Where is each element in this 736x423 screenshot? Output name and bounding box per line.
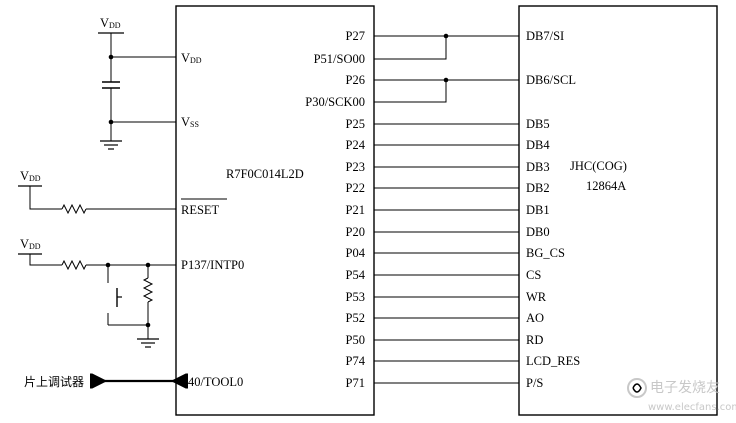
mcu-pin-label: P23 [346, 160, 365, 174]
lcd-pin-label: RD [526, 333, 543, 347]
mcu-pin-label: P71 [346, 376, 365, 390]
mcu-pin-label: P50 [346, 333, 365, 347]
lcd-pin-label: DB1 [526, 203, 550, 217]
lcd-pin-label: AO [526, 311, 544, 325]
mcu-pin-label: P30/SCK00 [305, 95, 365, 109]
bus-wires [374, 33, 519, 384]
lcd-pin-label: DB5 [526, 117, 550, 131]
vdd-decoupling: VDD [98, 16, 176, 150]
supply-label-3: VDD [20, 237, 41, 251]
junction-dot [443, 33, 449, 39]
mcu-pin-label: P27 [346, 29, 365, 43]
pin-reset: RESET [181, 203, 220, 217]
lcd-pin-label: P/S [526, 376, 543, 390]
lcd-pin-label: DB6/SCL [526, 73, 576, 87]
bus-wire [374, 36, 447, 60]
mcu-pin-label: P26 [346, 73, 365, 87]
mcu-pin-label: P04 [346, 246, 366, 260]
watermark: 电子发烧友 www.elecfans.com [627, 378, 736, 413]
lcd-name: JHC(COG) [570, 159, 627, 173]
mcu-pin-label: P25 [346, 117, 365, 131]
intp-input-circuit: VDD [18, 237, 176, 348]
junction-dot [145, 322, 151, 328]
lcd-pin-label: DB0 [526, 225, 550, 239]
resistor [142, 277, 154, 303]
mcu-right-pin-labels: P27P51/SO00P26P30/SCK00P25P24P23P22P21P2… [305, 29, 365, 390]
lcd-pin-label: DB3 [526, 160, 550, 174]
mcu-pin-label: P53 [346, 290, 365, 304]
supply-label-2: VDD [20, 169, 41, 183]
mcu-pin-label: P21 [346, 203, 365, 217]
resistor [61, 259, 87, 271]
mcu-pin-label: P20 [346, 225, 365, 239]
bus-wire [374, 80, 447, 103]
watermark-url: www.elecfans.com [648, 402, 736, 413]
mcu-pin-label: P51/SO00 [314, 52, 365, 66]
mcu-pin-label: P54 [346, 268, 366, 282]
lcd-pin-label: LCD_RES [526, 354, 580, 368]
pin-vss: VSS [181, 115, 199, 129]
pin-intp: P137/INTP0 [181, 258, 244, 272]
resistor [61, 203, 87, 215]
reset-pullup: VDD [18, 169, 176, 215]
mcu-pin-label: P22 [346, 181, 365, 195]
pin-vdd: VDD [181, 51, 202, 65]
switch-contact [105, 307, 111, 313]
supply-label-1: VDD [100, 16, 121, 30]
watermark-cn: 电子发烧友 [650, 380, 720, 396]
lcd-pin-label: DB2 [526, 181, 550, 195]
lcd-pin-label: CS [526, 268, 541, 282]
lcd-pin-label: BG_CS [526, 246, 565, 260]
switch-contact [105, 283, 111, 289]
mcu-pin-label: P52 [346, 311, 365, 325]
pin-tool: P40/TOOL0 [181, 375, 243, 389]
mcu-pin-label: P24 [346, 138, 366, 152]
junction-dot [108, 119, 114, 125]
mcu-pin-label: P74 [346, 354, 366, 368]
debugger-label: 片上调试器 [24, 374, 84, 389]
junction-dot [443, 77, 449, 83]
lcd-pin-label: DB4 [526, 138, 550, 152]
junction-dot [108, 54, 114, 60]
lcd-pin-label: DB7/SI [526, 29, 564, 43]
mcu-name: R7F0C014L2D [226, 167, 304, 181]
lcd-pin-label: WR [526, 290, 547, 304]
lcd-model: 12864A [586, 179, 626, 193]
